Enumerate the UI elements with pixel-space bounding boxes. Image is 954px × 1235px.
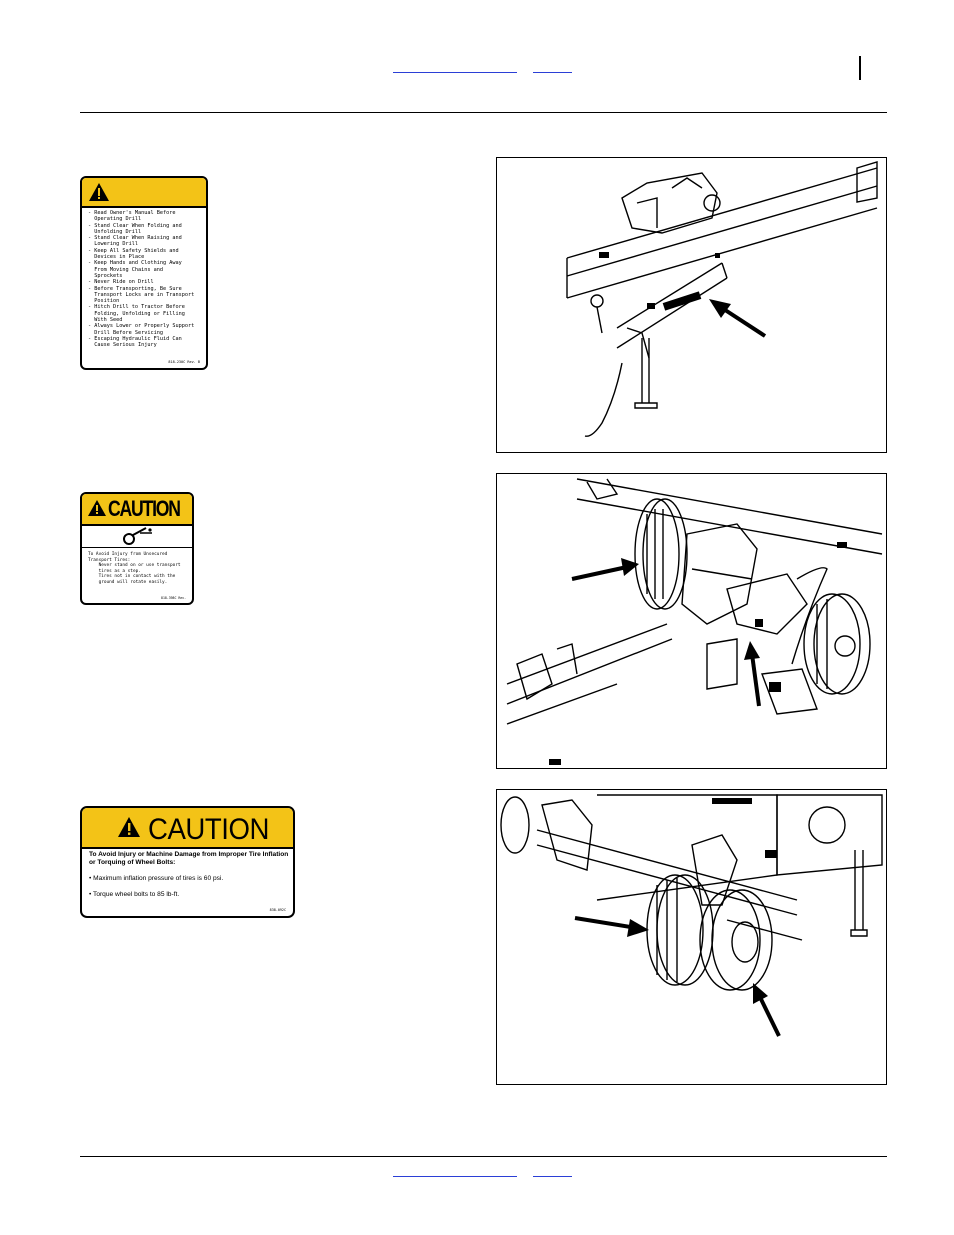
warning-decal-line: With Seed <box>88 317 123 324</box>
header-link-page[interactable] <box>533 62 572 73</box>
arrow-icon <box>571 558 639 581</box>
caution-inflation-bullet-torque: • Torque wheel bolts to 85 lb-ft. <box>89 891 180 898</box>
warning-triangle-icon <box>89 183 109 201</box>
caution-inflation-heading: To Avoid Injury or Machine Damage from I… <box>89 851 289 866</box>
footer-link-title[interactable] <box>393 1166 517 1177</box>
warning-decal-line: - Stand Clear When Raising and <box>88 235 182 242</box>
warning-decal-line: - Escaping Hydraulic Fluid Can <box>88 335 182 342</box>
warning-decal-line: - Always Lower or Properly Support <box>88 323 195 330</box>
warning-decal-line: Cause Serious Injury <box>88 342 157 349</box>
caution-tire-code: 818-398C Rev. <box>161 596 186 600</box>
caution-title: CAUTION <box>108 496 181 521</box>
warning-decal-line: - Never Ride on Drill <box>88 279 154 286</box>
caution-inflation-code: 838-092C <box>269 908 286 912</box>
header-rule <box>80 112 887 113</box>
warning-decal-line: - Keep All Safety Shields and <box>88 247 179 254</box>
caution-triangle-icon <box>88 500 106 516</box>
tire-step-icon <box>82 525 192 548</box>
warning-decal-line: - Before Transporting, Be Sure <box>88 285 182 292</box>
caution-triangle-icon <box>118 817 140 837</box>
warning-decal-code: 818-230C Rev. B <box>168 360 200 364</box>
caution-tire-text: To Avoid Injury from Unsecured Transport… <box>88 552 181 585</box>
caution-inflation-decal: CAUTION To Avoid Injury or Machine Damag… <box>80 806 295 918</box>
transport-tire-drawing <box>506 478 883 765</box>
gauge-wheel-drawing <box>500 794 883 1037</box>
caution-decal-band <box>82 808 293 849</box>
warning-decal-line: Devices in Place <box>88 254 145 261</box>
warning-decal-line: - Stand Clear When Folding and <box>88 222 182 229</box>
warning-decal-line: Sprockets <box>88 272 123 279</box>
warning-decal-line: Transport Locks are in Transport <box>88 291 195 298</box>
arrow-icon <box>753 983 781 1037</box>
warning-decal-line: - Keep Hands and Clothing Away <box>88 260 182 267</box>
warning-decal-line: Lowering Drill <box>88 241 138 248</box>
warning-decal: - Read Owner's Manual Before Operating D… <box>80 176 208 370</box>
arrow-icon <box>574 916 649 937</box>
arrow-icon <box>744 641 761 707</box>
warning-decal-line: Drill Before Servicing <box>88 329 163 336</box>
caution-title: CAUTION <box>148 813 269 846</box>
warning-decal-line: - Read Owner's Manual Before <box>88 210 176 216</box>
header-page-marker <box>859 56 861 80</box>
warning-decal-line: Folding, Unfolding or Filling <box>88 310 185 317</box>
figure-hitch-decal-location <box>496 157 887 453</box>
header-link-title[interactable] <box>393 62 517 73</box>
warning-decal-line: Operating Drill <box>88 216 142 223</box>
warning-decal-list: - Read Owner's Manual Before Operating D… <box>88 210 202 349</box>
caution-tire-step-decal: CAUTION To Avoid Injury from Unsecured T… <box>80 492 194 605</box>
figure-gauge-wheels <box>496 789 887 1085</box>
warning-decal-line: Position <box>88 298 120 305</box>
footer-rule <box>80 1156 887 1157</box>
footer-link-page[interactable] <box>533 1166 572 1177</box>
warning-decal-line: - Hitch Drill to Tractor Before <box>88 304 185 311</box>
warning-decal-line: Unfolding Drill <box>88 228 142 235</box>
figure-transport-tires <box>496 473 887 769</box>
caution-inflation-bullet-pressure: • Maximum inflation pressure of tires is… <box>89 875 224 882</box>
warning-decal-line: From Moving Chains and <box>88 266 163 273</box>
arrow-icon <box>709 299 767 338</box>
hitch-line-drawing <box>566 161 878 437</box>
